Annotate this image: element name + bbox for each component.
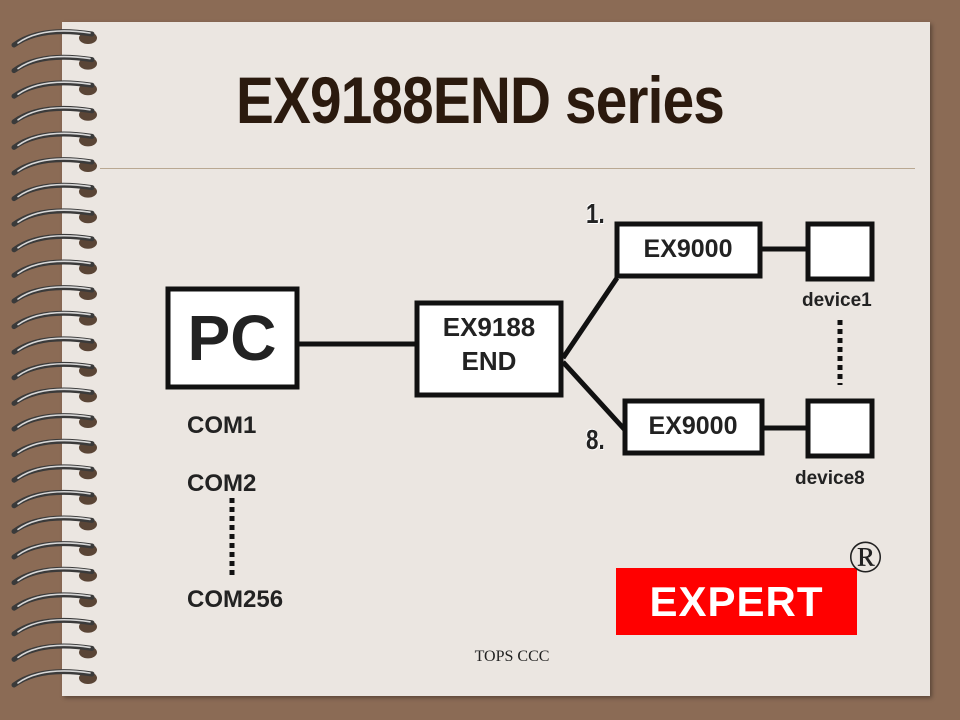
binding-ring xyxy=(11,489,97,509)
binding-ring xyxy=(11,259,97,278)
binding-ring xyxy=(11,131,97,150)
pc-box xyxy=(165,286,300,390)
binding-ring xyxy=(11,413,97,432)
converter-label-line1: EX9188 xyxy=(442,312,536,342)
binding-ring xyxy=(11,233,97,253)
branch-label-first: 1. xyxy=(586,198,605,229)
binding-ring xyxy=(11,643,97,662)
binding-ring xyxy=(11,438,97,458)
device1-box xyxy=(805,221,875,282)
binding-ring xyxy=(11,669,97,688)
expert-logo: EXPERT xyxy=(616,568,857,635)
binding-ring xyxy=(11,617,97,637)
binding-ring xyxy=(11,157,97,176)
binding-ring xyxy=(11,182,97,202)
converter-label-line2: END xyxy=(461,346,517,376)
module-bottom-box xyxy=(622,398,765,456)
port-com2: COM2 xyxy=(187,470,257,497)
binding-ring xyxy=(11,336,97,355)
port-com1: COM1 xyxy=(187,412,257,439)
device8-box xyxy=(805,398,875,459)
title-divider xyxy=(100,168,915,169)
module-top-box xyxy=(614,221,763,279)
registered-mark: ® xyxy=(848,531,883,582)
converter-to-bottom-module-line xyxy=(561,360,627,432)
module-top-label: EX9000 xyxy=(643,235,733,263)
spiral-binding xyxy=(11,29,97,688)
device1-label: device1 xyxy=(802,290,872,311)
binding-ring xyxy=(11,387,97,406)
binding-ring xyxy=(11,515,97,534)
binding-ring xyxy=(11,54,97,74)
branch-label-last: 8. xyxy=(586,424,605,455)
converter-to-top-module-line xyxy=(560,276,620,360)
module-bottom-label: EX9000 xyxy=(648,412,738,440)
binding-ring xyxy=(11,361,97,381)
converter-box xyxy=(414,300,564,398)
slide-footer: TOPS CCC xyxy=(474,648,550,665)
device8-label: device8 xyxy=(795,468,865,489)
binding-ring xyxy=(11,310,97,330)
binding-ring xyxy=(11,80,97,99)
pc-label: PC xyxy=(187,302,277,374)
binding-ring xyxy=(11,105,97,125)
binding-ring xyxy=(11,29,97,48)
binding-ring xyxy=(11,566,97,586)
binding-ring xyxy=(11,464,97,483)
converter-label: EX9188 END xyxy=(415,310,563,378)
binding-ring xyxy=(11,541,97,560)
binding-ring xyxy=(11,208,97,227)
port-com256: COM256 xyxy=(187,586,284,613)
binding-ring xyxy=(11,592,97,611)
binding-ring xyxy=(11,285,97,304)
slide-title: EX9188END series xyxy=(236,63,725,137)
